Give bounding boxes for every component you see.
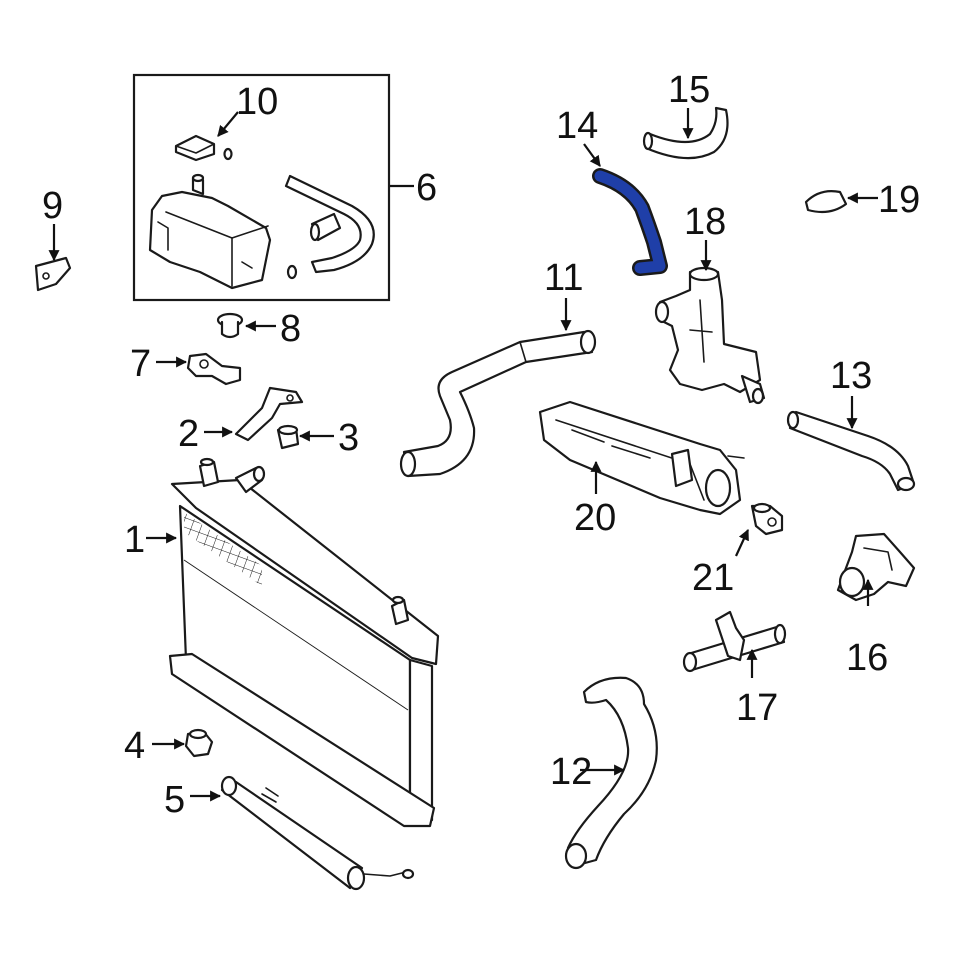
callout-label-1[interactable]: 1: [124, 519, 145, 561]
callout-label-18[interactable]: 18: [684, 201, 726, 243]
callout-label-13[interactable]: 13: [830, 355, 872, 397]
callout-label-10[interactable]: 10: [236, 81, 278, 123]
bypass-pipe-part-17[interactable]: [682, 610, 787, 673]
callout-label-15[interactable]: 15: [668, 69, 710, 111]
upper-radiator-hose-part-11[interactable]: [399, 329, 597, 478]
callout-label-19[interactable]: 19: [878, 179, 920, 221]
callout-label-6[interactable]: 6: [416, 167, 437, 209]
callout-label-14[interactable]: 14: [556, 105, 598, 147]
callout-label-17[interactable]: 17: [736, 687, 778, 729]
callout-label-4[interactable]: 4: [124, 725, 145, 767]
hose-part-13[interactable]: [786, 410, 916, 492]
coolant-reservoir-tank[interactable]: [148, 173, 272, 290]
water-outlet-part-18[interactable]: [654, 266, 766, 405]
callout-label-11[interactable]: 11: [544, 257, 583, 299]
cap-part-19[interactable]: [804, 190, 848, 214]
callout-label-8[interactable]: 8: [280, 308, 301, 350]
clip-part-7[interactable]: [186, 352, 242, 386]
drain-plug-part-8[interactable]: [216, 312, 244, 339]
callout-label-3[interactable]: 3: [338, 417, 359, 459]
callout-label-21[interactable]: 21: [692, 557, 734, 599]
reservoir-cap[interactable]: [174, 134, 233, 162]
callout-label-2[interactable]: 2: [178, 413, 199, 455]
callout-label-9[interactable]: 9: [42, 185, 63, 227]
callout-label-12[interactable]: 12: [550, 751, 592, 793]
bracket-part-9[interactable]: [34, 256, 72, 292]
callout-label-7[interactable]: 7: [130, 343, 151, 385]
callout-label-20[interactable]: 20: [574, 497, 616, 539]
drain-cock-part-4[interactable]: [184, 728, 214, 758]
sensor-part-21[interactable]: [750, 502, 784, 536]
callout-label-5[interactable]: 5: [164, 779, 185, 821]
bypass-hose-part-14[interactable]: [592, 168, 668, 276]
radiator-part-1[interactable]: [168, 457, 440, 828]
bracket-part-2[interactable]: [234, 386, 304, 442]
water-pipe-part-20[interactable]: [538, 400, 745, 516]
oil-cooler-part-5[interactable]: [220, 775, 415, 891]
callout-labels: 1 2 3 4 5 6 7 8 9 10 11 12 13 14 15 16 1…: [42, 69, 920, 821]
hose-part-15[interactable]: [642, 106, 729, 160]
reservoir-inset-box: [132, 73, 391, 302]
callout-label-16[interactable]: 16: [846, 637, 888, 679]
reservoir-hose[interactable]: [284, 174, 375, 280]
water-inlet-part-16[interactable]: [836, 532, 916, 602]
callout-arrows: [48, 108, 878, 802]
lower-radiator-hose-part-12[interactable]: [564, 676, 658, 870]
grommet-part-3[interactable]: [276, 424, 300, 450]
